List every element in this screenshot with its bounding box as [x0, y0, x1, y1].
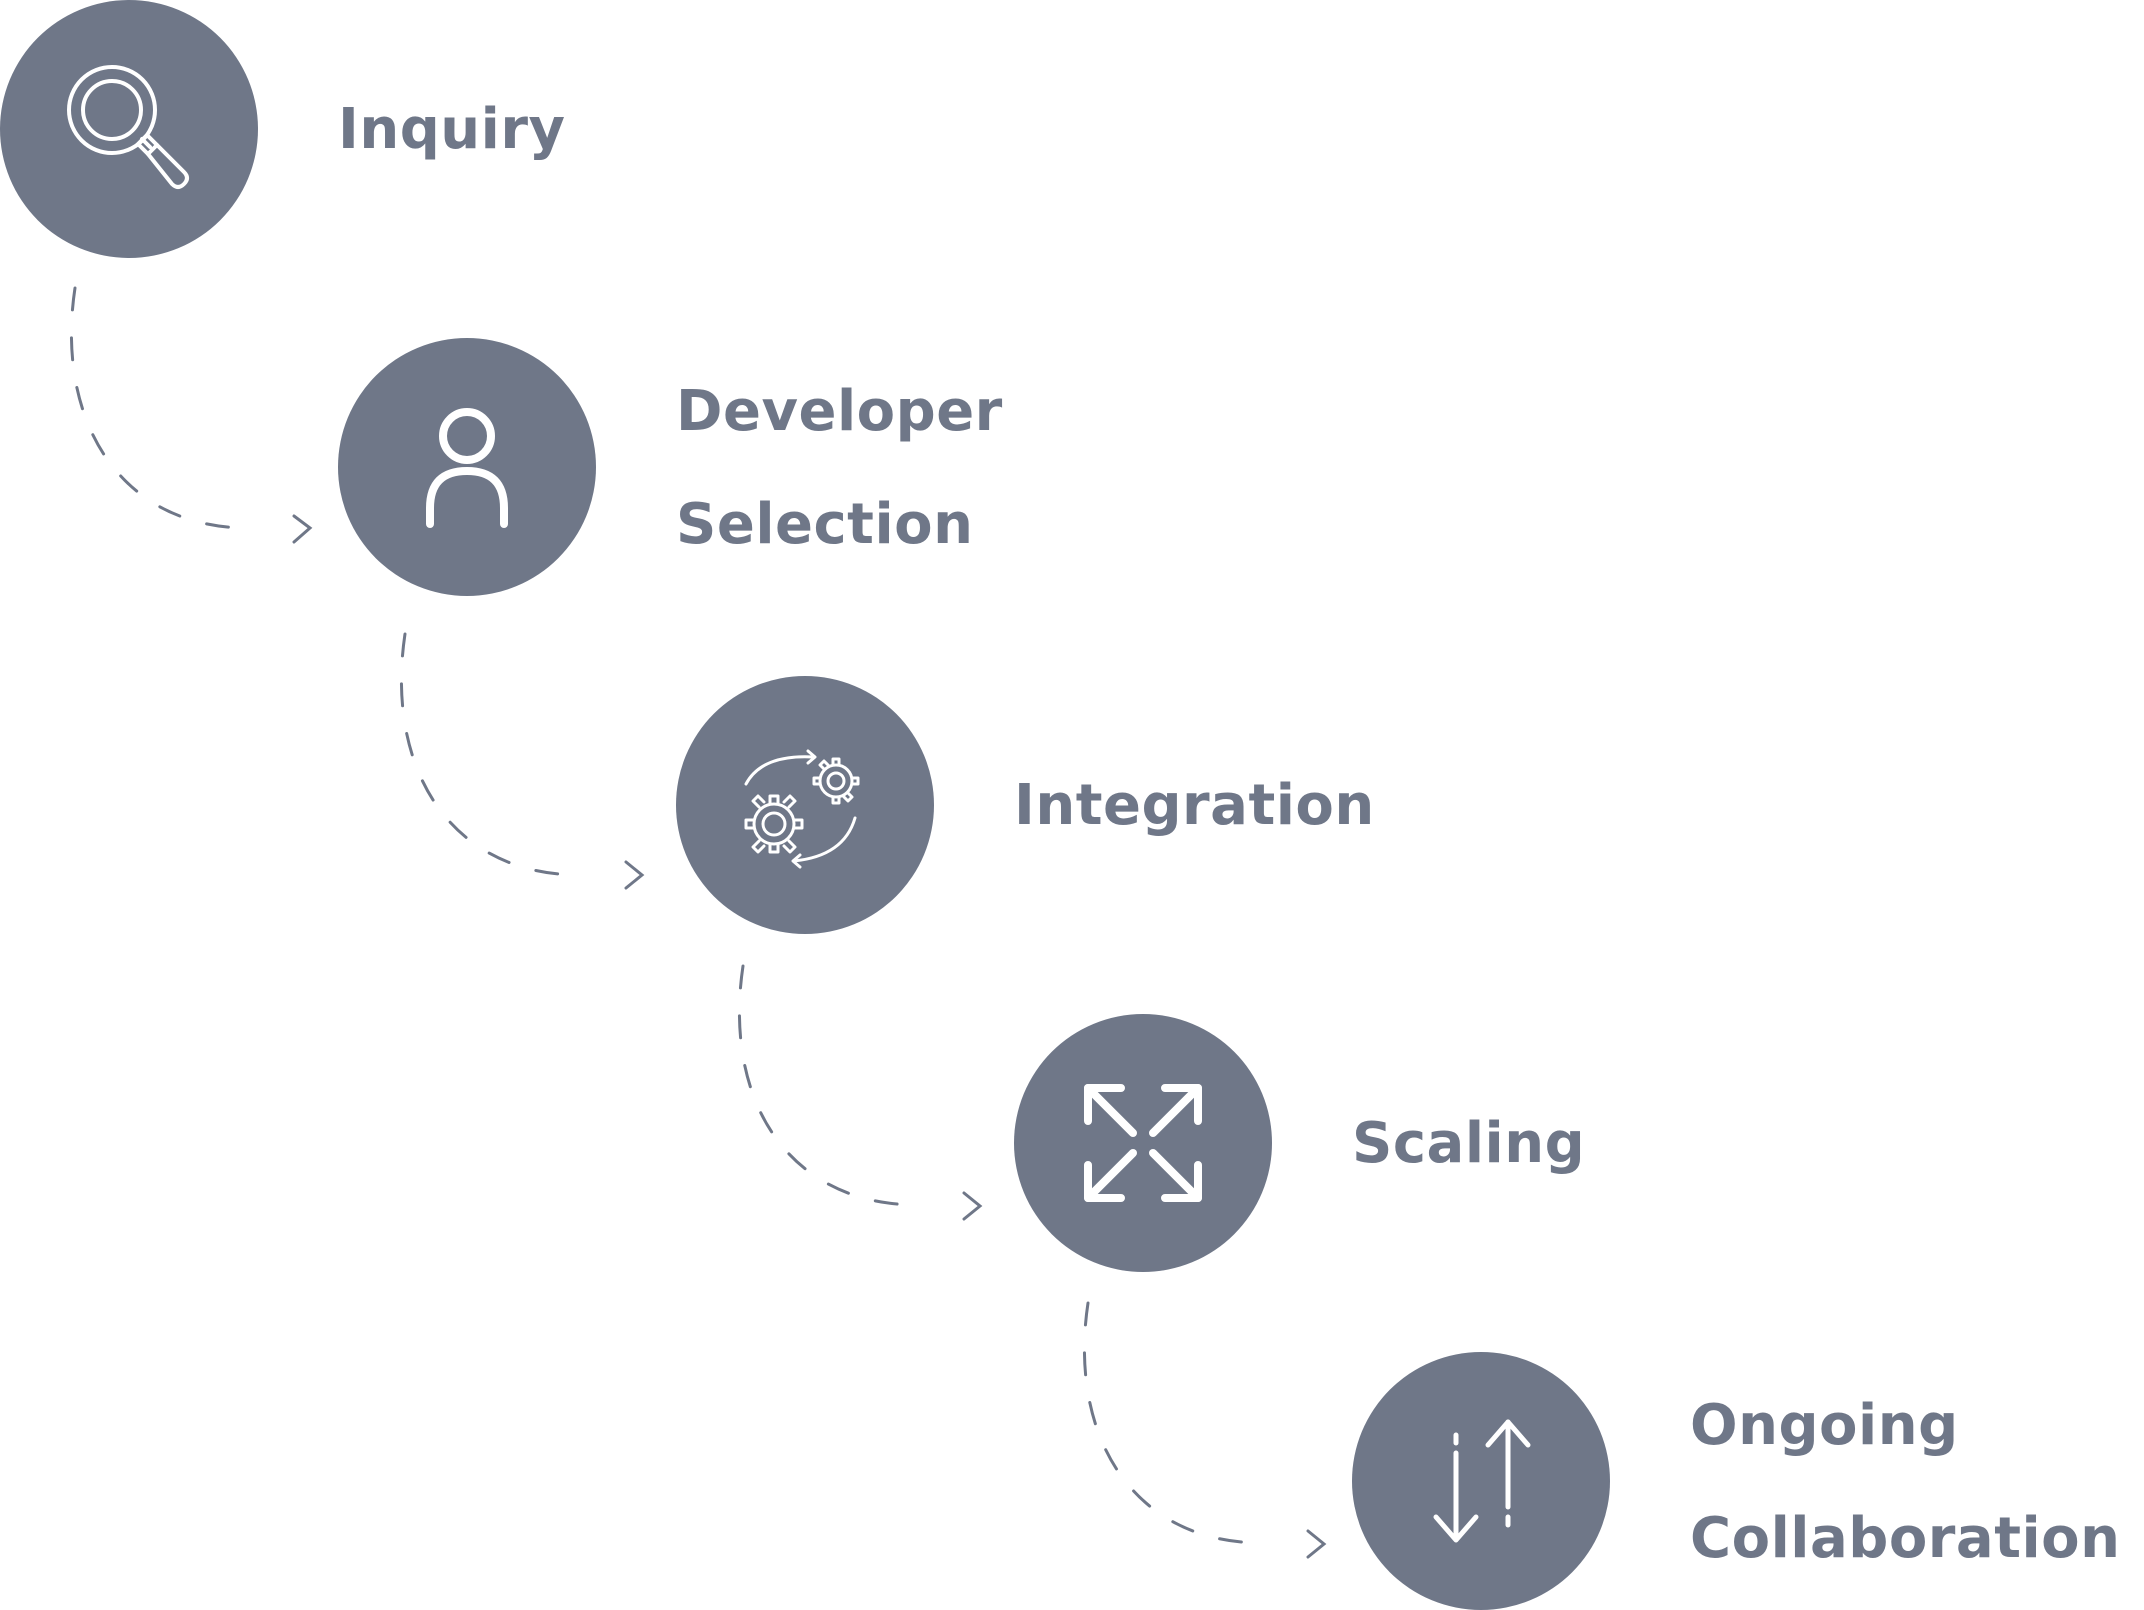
step-label: Ongoing Collaboration [1690, 1393, 2121, 1571]
step-label: Developer Selection [676, 379, 1003, 557]
step-label: Inquiry [338, 97, 566, 162]
expand-arrows-icon [1084, 1084, 1202, 1202]
step-label: Integration [1014, 773, 1375, 838]
step-circle [338, 338, 596, 596]
connector-4-5 [1083, 1301, 1327, 1559]
step-circle [0, 0, 258, 258]
connector-2-3 [400, 632, 645, 890]
connector-3-4 [738, 964, 983, 1221]
step-circle [676, 676, 934, 934]
step-circle [1014, 1014, 1272, 1272]
up-down-arrows-icon [1433, 1419, 1531, 1543]
step-circle [1352, 1352, 1610, 1610]
magnifier-icon [67, 65, 189, 189]
gears-cycle-icon [744, 749, 860, 869]
step-label: Scaling [1352, 1111, 1586, 1176]
user-icon [426, 408, 508, 528]
connector-1-2 [70, 286, 313, 544]
